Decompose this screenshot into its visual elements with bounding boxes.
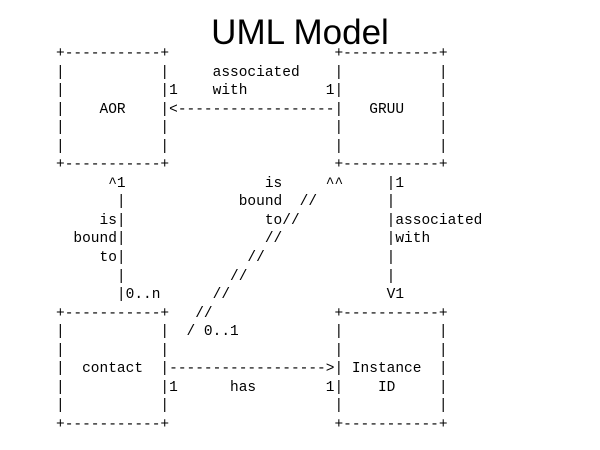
- page-title: UML Model: [211, 13, 389, 52]
- uml-ascii-diagram: +-----------+ +-----------+ | | associat…: [56, 46, 483, 433]
